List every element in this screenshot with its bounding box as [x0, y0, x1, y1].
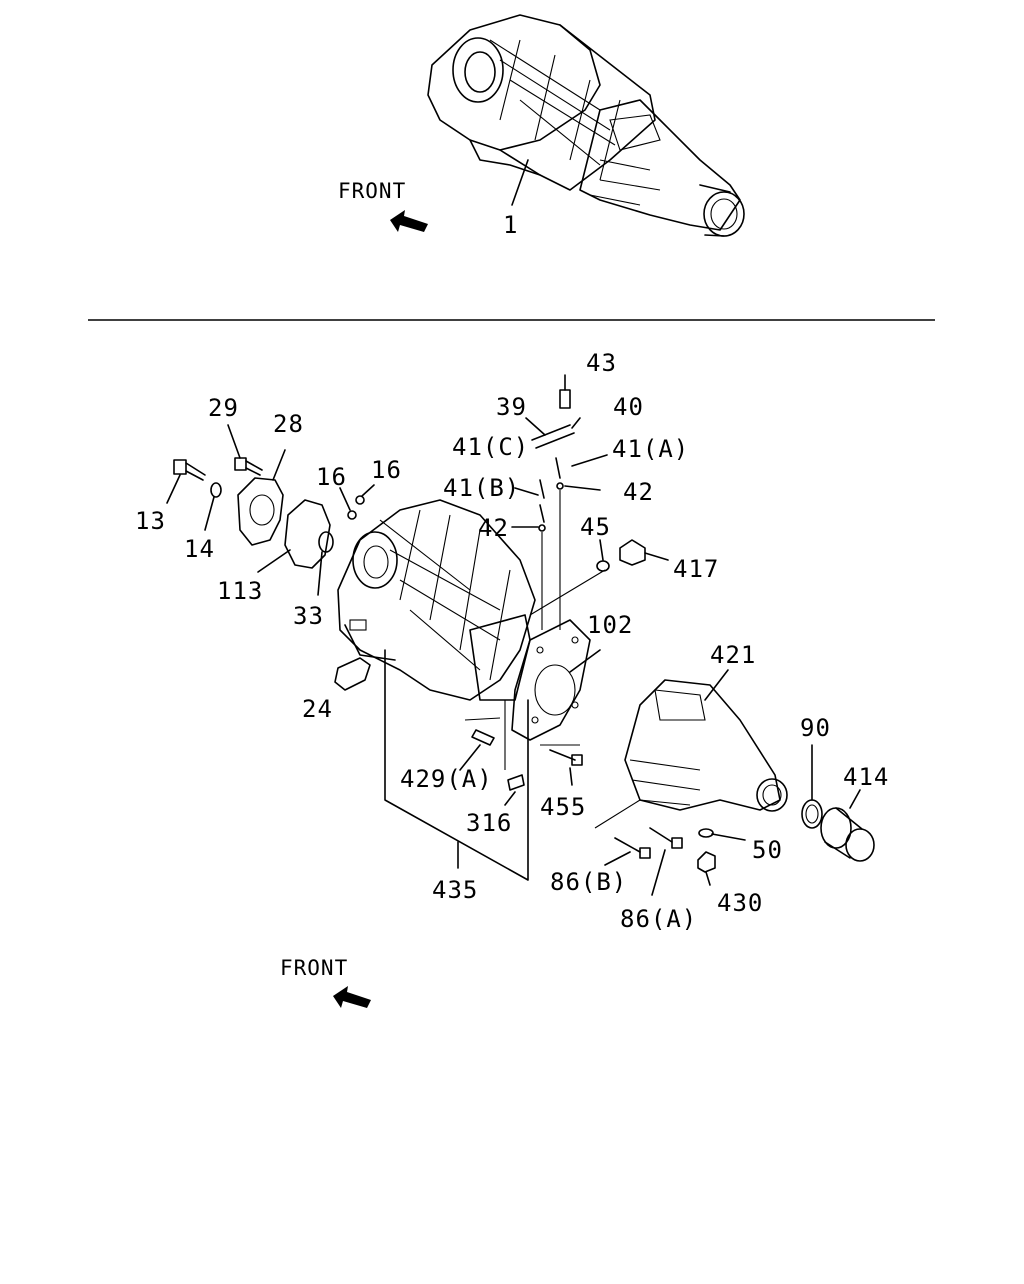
part-label-113: 113	[217, 577, 264, 605]
front-cover-illustration	[237, 449, 286, 546]
part-label-86b: 86(B)	[550, 868, 628, 896]
dust-cover-illustration	[820, 789, 875, 862]
group-bracket-435	[384, 649, 529, 881]
oil-seal-illustration	[318, 531, 334, 553]
mount-illustration	[334, 657, 371, 691]
part-label-41c: 41(C)	[452, 433, 530, 461]
part-label-414: 414	[843, 763, 890, 791]
part-label-316: 316	[466, 809, 513, 837]
part-label-42-left: 42	[478, 514, 509, 542]
part-label-28: 28	[273, 410, 304, 438]
part-label-43: 43	[586, 349, 617, 377]
part-label-102: 102	[587, 611, 634, 639]
part-label-39: 39	[496, 393, 527, 421]
part-label-45: 45	[580, 513, 611, 541]
transmission-assembly-illustration	[427, 14, 745, 237]
front-arrow-icon-bottom	[333, 986, 371, 1008]
part-label-13: 13	[135, 507, 166, 535]
part-label-40: 40	[613, 393, 644, 421]
part-label-50: 50	[752, 836, 783, 864]
part-label-33: 33	[293, 602, 324, 630]
bolt-86-illustration	[594, 799, 683, 896]
bolt-455-illustration	[549, 749, 583, 786]
part-label-24: 24	[302, 695, 333, 723]
adapter-plate-illustration	[511, 619, 601, 741]
part-label-42-right: 42	[623, 478, 654, 506]
bolt-29-illustration	[227, 424, 263, 476]
washer-illustration	[210, 482, 222, 498]
part-label-29: 29	[208, 394, 239, 422]
front-label-top: FRONT	[338, 179, 407, 203]
bolt-13-illustration	[166, 459, 206, 504]
part-label-90: 90	[800, 714, 831, 742]
part-label-429a: 429(A)	[400, 765, 493, 793]
gasket-illustration	[284, 499, 331, 569]
part-label-417: 417	[673, 555, 720, 583]
extension-housing-illustration	[624, 669, 788, 812]
detent-parts-illustration	[511, 374, 608, 630]
part-label-86a: 86(A)	[620, 905, 698, 933]
part-label-16-left: 16	[316, 463, 347, 491]
part-label-430: 430	[717, 889, 764, 917]
transmission-case-illustration	[337, 499, 536, 701]
part-label-41a: 41(A)	[612, 435, 690, 463]
part-label-14: 14	[184, 535, 215, 563]
rear-seal-illustration	[801, 799, 823, 829]
part-label-421: 421	[710, 641, 757, 669]
part-label-435: 435	[432, 876, 479, 904]
part-label-1: 1	[503, 211, 519, 239]
part-label-16-right: 16	[371, 456, 402, 484]
part-label-455: 455	[540, 793, 587, 821]
part-label-41b: 41(B)	[443, 474, 521, 502]
front-label-bottom: FRONT	[280, 956, 349, 980]
front-arrow-icon-top	[390, 210, 428, 232]
